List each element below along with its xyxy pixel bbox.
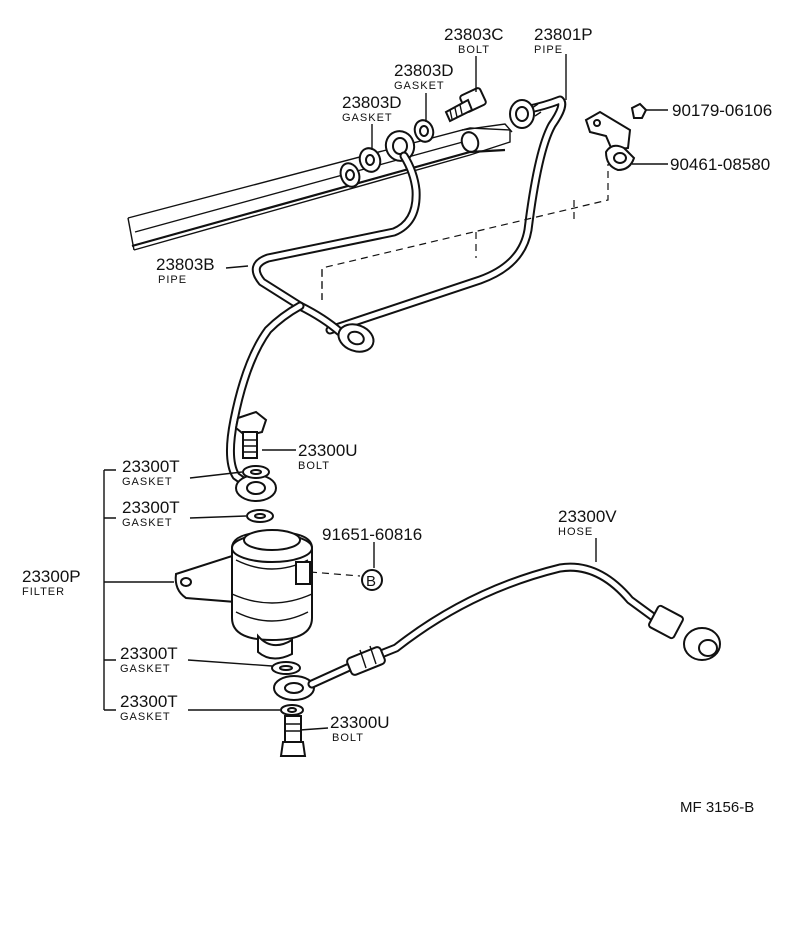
hose-23300v — [307, 562, 721, 689]
part-number: 23300U — [298, 441, 358, 460]
gasket-23300t-2 — [246, 509, 274, 523]
label-filter-23300p: 23300P FILTER — [22, 567, 81, 598]
banjo-fitting-lower — [271, 661, 315, 701]
part-name: GASKET — [394, 80, 445, 92]
part-number: 23300T — [120, 692, 178, 711]
label-nut-90179: 90179-06106 — [672, 101, 772, 120]
fuel-filter-23300p — [174, 529, 313, 660]
part-name: BOLT — [332, 732, 364, 744]
part-number: 23803C — [444, 25, 504, 44]
part-number: 23300T — [120, 644, 178, 663]
bolt-23803c — [444, 87, 487, 123]
part-name: GASKET — [342, 112, 393, 124]
label-gasket-23300t-3: 23300T GASKET — [120, 644, 178, 675]
part-name: PIPE — [158, 274, 187, 286]
part-number: 23801P — [534, 25, 593, 44]
part-number: 90461-08580 — [670, 155, 770, 174]
part-number: 23803B — [156, 255, 215, 274]
label-clamp-90461: 90461-08580 — [670, 155, 770, 174]
part-number: 90179-06106 — [672, 101, 772, 120]
part-name: GASKET — [120, 663, 171, 675]
part-name: BOLT — [298, 460, 330, 472]
part-name: HOSE — [558, 526, 593, 538]
label-bolt-23300u-upper: 23300U BOLT — [298, 441, 358, 472]
marker-b-text: B — [366, 573, 376, 590]
label-gasket-23300t-4: 23300T GASKET — [120, 692, 178, 723]
part-number: 91651-60816 — [322, 525, 422, 544]
gasket-23803d-upper — [413, 119, 435, 143]
part-name: FILTER — [22, 586, 65, 598]
pipe-23801p — [325, 95, 567, 335]
part-number: 23803D — [342, 93, 402, 112]
label-pipe-23801p: 23801P PIPE — [534, 25, 593, 56]
label-hose-23300v: 23300V HOSE — [558, 507, 617, 538]
clamp-bracket — [584, 102, 648, 172]
gasket-23300t-1 — [242, 465, 270, 479]
label-gasket-23803d-upper: 23803D GASKET — [394, 61, 454, 92]
label-bolt-23803c: 23803C BOLT — [444, 25, 504, 56]
part-name: PIPE — [534, 44, 563, 56]
label-pipe-23803b: 23803B PIPE — [156, 255, 215, 286]
part-name: GASKET — [122, 476, 173, 488]
part-name: GASKET — [120, 711, 171, 723]
part-number: 23300U — [330, 713, 390, 732]
reference-dashes — [309, 164, 609, 577]
part-number: 23300T — [122, 457, 180, 476]
part-number: 23300V — [558, 507, 617, 526]
part-number: 23300T — [122, 498, 180, 517]
pipe-23803b — [226, 151, 421, 491]
label-gasket-23300t-1: 23300T GASKET — [122, 457, 180, 488]
leader-lines — [103, 54, 668, 731]
label-gasket-23300t-2: 23300T GASKET — [122, 498, 180, 529]
part-number: 23803D — [394, 61, 454, 80]
fuel-rail — [127, 123, 513, 251]
gasket-23300t-3 — [279, 665, 293, 671]
part-number: 23300P — [22, 567, 81, 586]
diagram-code: MF 3156-B — [680, 799, 754, 816]
label-bolt-23300u-lower: 23300U BOLT — [330, 713, 390, 744]
label-ref-91651: 91651-60816 — [322, 525, 422, 544]
gasket-23803d-lower — [358, 147, 382, 173]
bolt-23300u-upper — [234, 410, 268, 459]
part-name: GASKET — [122, 517, 173, 529]
bolt-23300u-lower — [279, 715, 307, 757]
label-gasket-23803d-lower: 23803D GASKET — [342, 93, 402, 124]
reference-marker-b: B — [361, 569, 383, 591]
gasket-23300t-4 — [280, 704, 304, 716]
union-fitting-upper — [384, 130, 416, 162]
part-name: BOLT — [458, 44, 490, 56]
